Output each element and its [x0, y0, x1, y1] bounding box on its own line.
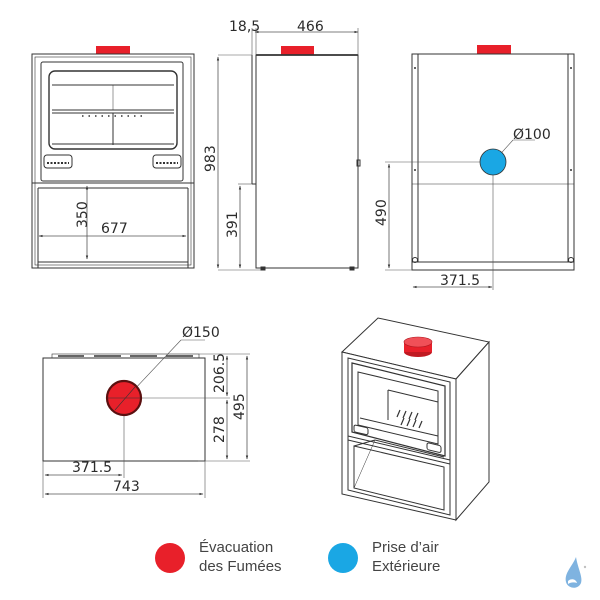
- front-view: [31, 46, 195, 269]
- air-diameter-dim: Ø100: [513, 127, 551, 143]
- front-height-dim: 350: [75, 201, 91, 228]
- legend-air-line1: Prise d’air: [372, 539, 439, 556]
- red-dot-icon: [155, 543, 185, 573]
- flue-collar-back: [477, 45, 511, 54]
- side-depth-dim: 466: [297, 19, 324, 35]
- flue-offset-dim: 371.5: [72, 460, 112, 476]
- legend-air-line2: Extérieure: [372, 558, 441, 575]
- side-lower-dim: 391: [225, 211, 241, 238]
- flue-back-dim: 278: [212, 416, 228, 443]
- back-view: [385, 45, 575, 290]
- side-view: [216, 28, 361, 271]
- top-depth-dim: 495: [232, 393, 248, 420]
- flue-diameter-dim: Ø150: [182, 325, 220, 341]
- air-height-dim: 490: [374, 199, 390, 226]
- legend-smoke-line1: Évacuation: [199, 539, 274, 556]
- air-intake-port: [479, 148, 507, 176]
- top-width-dim: 743: [113, 479, 140, 495]
- front-width-dim: 677: [101, 221, 128, 237]
- air-offset-dim: 371.5: [440, 273, 480, 289]
- legend-label-smoke: Évacuation des Fumées: [199, 538, 282, 576]
- legend-item-air-intake: Prise d’air Extérieure: [328, 538, 440, 576]
- blue-dot-icon: [328, 543, 358, 573]
- side-height-dim: 983: [203, 145, 219, 172]
- legend-item-smoke-exhaust: Évacuation des Fumées: [155, 538, 282, 576]
- flue-collar-front: [96, 46, 130, 54]
- side-offset-dim: 18,5: [229, 19, 260, 35]
- flue-front-dim: 206.5: [212, 353, 228, 393]
- iso-flue-collar: [403, 336, 433, 357]
- legend-label-air: Prise d’air Extérieure: [372, 538, 440, 576]
- water-drop-logo-icon: [565, 557, 587, 588]
- flue-collar-side: [281, 46, 314, 55]
- legend-smoke-line2: des Fumées: [199, 558, 282, 575]
